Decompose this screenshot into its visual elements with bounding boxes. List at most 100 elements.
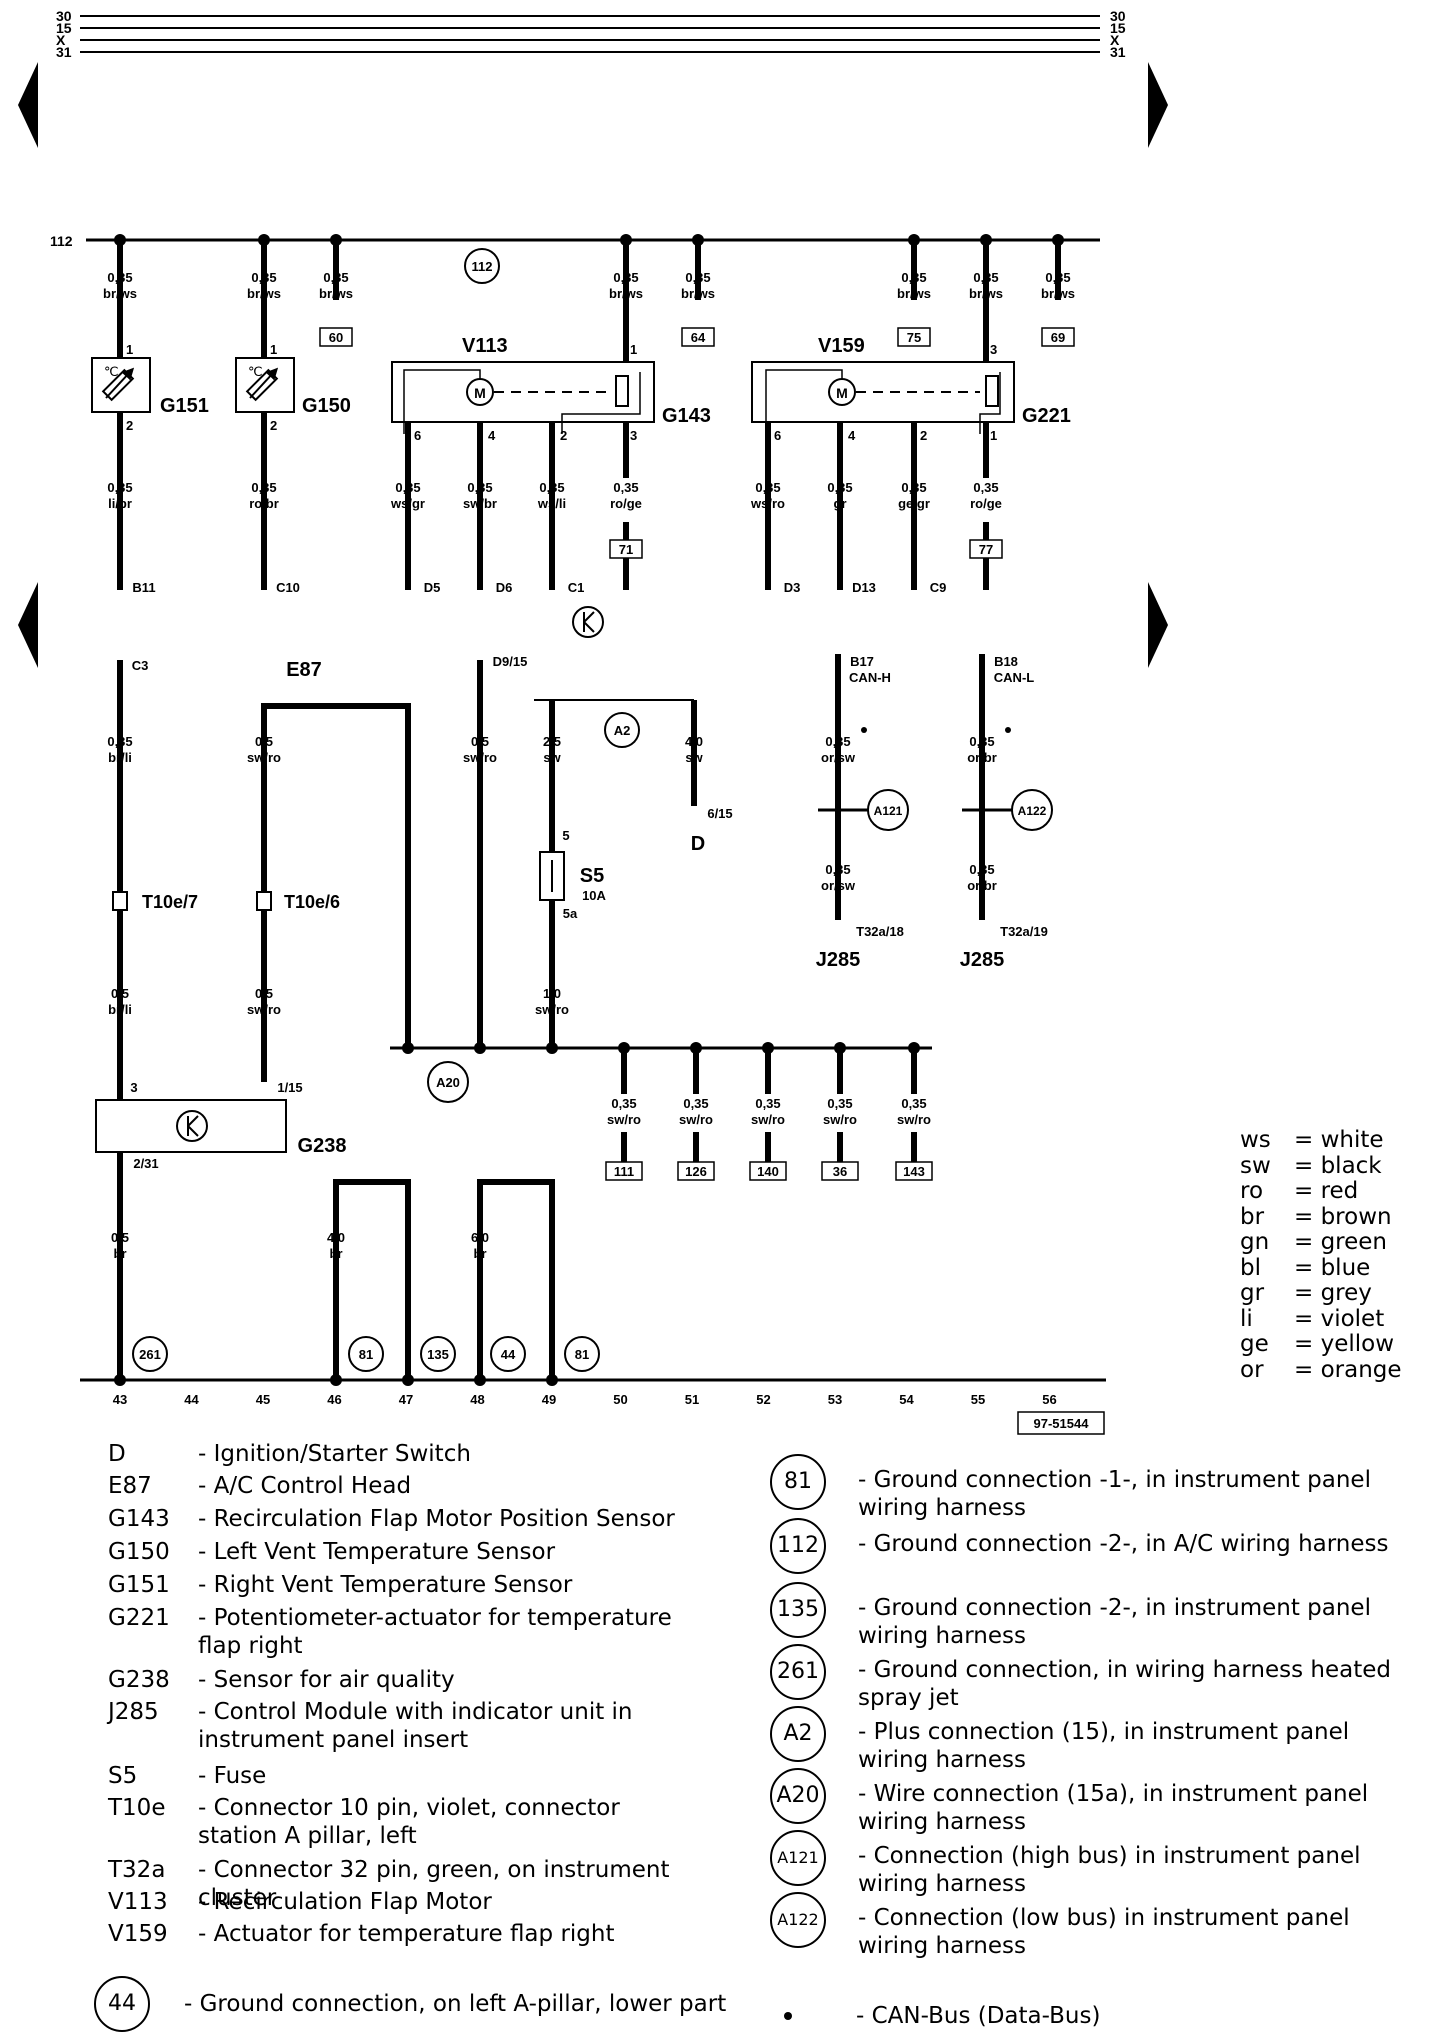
wire-color: sw/ro — [679, 1112, 713, 1127]
next-page-arrow-icon[interactable] — [1148, 62, 1168, 148]
terminal-label: D5 — [424, 580, 441, 595]
wire-color: br/li — [108, 750, 132, 765]
ruler-position: 47 — [399, 1392, 413, 1407]
color-abbr: gn — [1240, 1229, 1270, 1255]
color-key-row: gr= grey — [1240, 1280, 1402, 1307]
connection-a122-label: A122 — [1018, 804, 1047, 818]
wire-size: 0,35 — [901, 270, 926, 285]
ruler-position: 56 — [1042, 1392, 1056, 1407]
page-ref: 69 — [1051, 330, 1065, 345]
page-ref: 36 — [833, 1164, 847, 1179]
can-dot-icon — [1005, 727, 1011, 733]
ruler-position: 51 — [685, 1392, 699, 1407]
wire-color: sw/ro — [607, 1112, 641, 1127]
wire-size: 0,35 — [467, 480, 492, 495]
connection-a2-label: A2 — [614, 723, 631, 738]
s5-label: S5 — [580, 865, 604, 887]
v159-label: V159 — [818, 335, 865, 357]
ground-id-circle: A20 — [770, 1768, 826, 1824]
ground-circle-135-label: 135 — [427, 1347, 449, 1362]
rail-30-right: 30 — [1110, 8, 1126, 24]
wire-color: ws/ro — [750, 496, 785, 511]
wire-color: br — [330, 1246, 343, 1261]
color-abbr: ws — [1240, 1127, 1271, 1153]
wiring-diagram: 30 15 X 31 30 15 X 31 112 112 0,35br/ws0… — [18, 8, 1168, 1435]
wire-color: br — [474, 1246, 487, 1261]
wire-size: 0,35 — [107, 270, 132, 285]
legend-code: E87 — [108, 1473, 152, 1499]
color-name: = brown — [1294, 1203, 1392, 1230]
pin-label: 5a — [563, 906, 578, 921]
wire-size: 0,35 — [611, 1096, 636, 1111]
ground-44-circle: 44 — [94, 1976, 150, 2032]
color-name: = blue — [1294, 1254, 1371, 1281]
wire-size: 0,5 — [111, 986, 129, 1001]
pin-label: 4 — [488, 428, 496, 443]
color-name: = grey — [1294, 1280, 1372, 1306]
wire-size: 0,35 — [539, 480, 564, 495]
wire-color: br/ws — [609, 286, 643, 301]
wire-size: 0,5 — [471, 734, 489, 749]
ground-desc: - Ground connection -2-, in instrument p… — [858, 1595, 1371, 1649]
ruler-position: 53 — [828, 1392, 842, 1407]
color-name: = green — [1294, 1229, 1388, 1255]
wire-size: 0,35 — [685, 270, 710, 285]
wire-size: 6,0 — [471, 1230, 489, 1245]
wire-color: ws/li — [537, 496, 566, 511]
wire-color: br/ws — [897, 286, 931, 301]
color-key-row: sw= black — [1240, 1152, 1402, 1180]
prev-page-arrow-icon[interactable] — [18, 62, 38, 148]
ground-circle-81-label: 81 — [575, 1347, 589, 1362]
ground-id-circle: A122 — [770, 1892, 826, 1948]
pin-label: T32a/19 — [1000, 924, 1048, 939]
page-ref: 140 — [757, 1164, 779, 1179]
ground-bus-label: 112 — [50, 233, 73, 249]
page-ref: 71 — [619, 542, 633, 557]
connection-a121 — [867, 789, 909, 831]
terminal-label: C9 — [930, 580, 947, 595]
wire-color: li/br — [108, 496, 132, 511]
wire-color: sw/ro — [535, 1002, 569, 1017]
can-bus-desc: - CAN-Bus (Data-Bus) — [856, 2003, 1101, 2029]
wire-size: 0,35 — [1045, 270, 1070, 285]
wire-color: sw/ro — [751, 1112, 785, 1127]
ground-circle-135 — [420, 1336, 456, 1372]
pin-label: 1 — [126, 342, 133, 357]
color-name: = black — [1294, 1152, 1382, 1179]
ground-circle-261 — [132, 1336, 168, 1372]
j285-label: J285 — [960, 949, 1005, 971]
next-page-arrow-lower-icon[interactable] — [1148, 582, 1168, 668]
wire-size: 0,35 — [107, 480, 132, 495]
legend-desc: - Fuse — [198, 1763, 267, 1789]
g151-sensor: ℃ G151 — [91, 357, 209, 417]
d-label: D — [691, 833, 705, 855]
wire-color: ro/ge — [610, 496, 642, 511]
wire-size: 0,35 — [395, 480, 420, 495]
legend-code: G143 — [108, 1506, 170, 1532]
wire-size: 0,35 — [825, 734, 850, 749]
color-name: = yellow — [1294, 1331, 1395, 1357]
legend-code: J285 — [108, 1699, 159, 1725]
color-key-row: gn = green — [1240, 1229, 1402, 1256]
j285-label: J285 — [816, 949, 861, 971]
can-dot-icon — [861, 727, 867, 733]
ruler-position: 48 — [470, 1392, 484, 1407]
color-key-row: br= brown — [1240, 1203, 1402, 1231]
wire-color: ro/br — [249, 496, 279, 511]
legend-desc: - Actuator for temperature flap right — [198, 1921, 615, 1947]
wire-color: br/ws — [681, 286, 715, 301]
top-wires: 0,35br/ws0,35br/ws0,35br/ws600,35br/ws0,… — [103, 234, 1075, 362]
wire-color: br/ws — [1041, 286, 1075, 301]
connector-t10e6: T10e/6 — [284, 892, 340, 912]
wire-color: or/sw — [821, 750, 856, 765]
page-ref: 60 — [329, 330, 343, 345]
rail-x-left: X — [56, 32, 66, 48]
page-ref: 77 — [979, 542, 993, 557]
wire-size: 0,35 — [683, 1096, 708, 1111]
prev-page-arrow-lower-icon[interactable] — [18, 582, 38, 668]
rail-31-right: 31 — [1110, 44, 1126, 60]
legend-desc: - Connector 32 pin, green, on instrument… — [198, 1857, 670, 1911]
legend-desc: - Recirculation Flap Motor Position Sens… — [198, 1506, 675, 1532]
wire-color: br/ws — [319, 286, 353, 301]
wire-size: 0,5 — [255, 734, 273, 749]
